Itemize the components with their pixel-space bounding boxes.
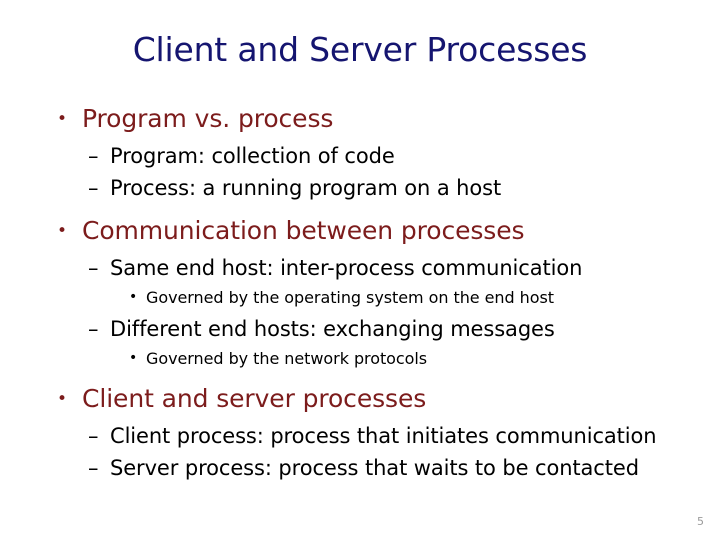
bullet-level2: – Program: collection of code bbox=[0, 140, 720, 172]
bullet-text: Program vs. process bbox=[82, 104, 334, 133]
slide-body: • Program vs. process – Program: collect… bbox=[0, 100, 720, 484]
bullet-level3: • Governed by the network protocols bbox=[0, 345, 720, 372]
bullet-level1: • Client and server processes bbox=[0, 380, 720, 418]
bullet-level2: – Same end host: inter-process communica… bbox=[0, 252, 720, 284]
bullet-level1: • Program vs. process bbox=[0, 100, 720, 138]
bullet-level2: – Client process: process that initiates… bbox=[0, 420, 720, 452]
bullet-level2: – Different end hosts: exchanging messag… bbox=[0, 313, 720, 345]
bullet-marker-dot-icon: • bbox=[129, 289, 138, 305]
bullet-text: Same end host: inter-process communicati… bbox=[110, 256, 583, 280]
bullet-marker-dash-icon: – bbox=[88, 317, 99, 341]
bullet-marker-disc-icon: • bbox=[57, 221, 68, 241]
bullet-level3: • Governed by the operating system on th… bbox=[0, 284, 720, 311]
bullet-text: Governed by the operating system on the … bbox=[146, 288, 555, 307]
bullet-marker-dash-icon: – bbox=[88, 144, 99, 168]
bullet-level2: – Server process: process that waits to … bbox=[0, 452, 720, 484]
bullet-marker-disc-icon: • bbox=[57, 389, 68, 409]
bullet-text: Governed by the network protocols bbox=[146, 349, 428, 368]
bullet-marker-dash-icon: – bbox=[88, 176, 99, 200]
bullet-text: Process: a running program on a host bbox=[110, 176, 502, 200]
slide-title: Client and Server Processes bbox=[132, 30, 588, 69]
bullet-marker-dash-icon: – bbox=[88, 256, 99, 280]
page-number: 5 bbox=[697, 515, 704, 528]
bullet-marker-disc-icon: • bbox=[57, 109, 68, 129]
bullet-level2: – Process: a running program on a host bbox=[0, 172, 720, 204]
bullet-level1: • Communication between processes bbox=[0, 212, 720, 250]
bullet-marker-dash-icon: – bbox=[88, 424, 99, 448]
bullet-text: Communication between processes bbox=[82, 216, 525, 245]
bullet-marker-dash-icon: – bbox=[88, 456, 99, 480]
bullet-marker-dot-icon: • bbox=[129, 350, 138, 366]
bullet-text: Client process: process that initiates c… bbox=[110, 424, 657, 448]
bullet-text: Client and server processes bbox=[82, 384, 427, 413]
bullet-text: Program: collection of code bbox=[110, 144, 395, 168]
bullet-text: Server process: process that waits to be… bbox=[110, 456, 639, 480]
bullet-text: Different end hosts: exchanging messages bbox=[110, 317, 555, 341]
